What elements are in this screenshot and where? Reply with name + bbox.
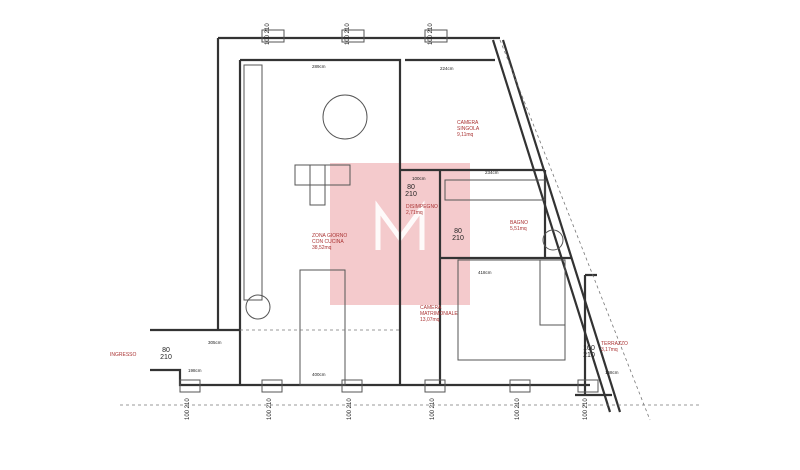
window-width: 100: [347, 409, 353, 420]
room-area: 13,07mq: [420, 317, 440, 323]
door-height: 210: [452, 235, 464, 242]
room-sub: MATRIMONIALE: [420, 311, 458, 317]
dimension-label: 234cm: [485, 170, 499, 175]
room-name: BAGNO: [510, 220, 529, 226]
window-label: 100 210: [428, 23, 434, 45]
dimension-label: 418cm: [478, 270, 492, 275]
room-name: DISIMPEGNO: [406, 204, 438, 210]
room-sub: CON CUCINA: [312, 239, 344, 245]
door-height: 210: [160, 354, 172, 361]
window-height: 210: [430, 398, 436, 409]
window-label: 100 210: [345, 23, 351, 45]
room-name: CAMERA: [420, 305, 442, 311]
dimension-label: 400cm: [312, 372, 326, 377]
window-height: 210: [267, 398, 273, 409]
window-label: 100 210: [430, 398, 436, 420]
window-label: 100 210: [583, 398, 589, 420]
room-name: ZONA GIORNO: [312, 233, 348, 239]
window-width: 100: [515, 409, 521, 420]
window-label: 100 210: [185, 398, 191, 420]
room-area: 38,52mq: [312, 245, 332, 251]
room-label-entry: INGRESSO: [110, 352, 137, 358]
room-area: 5,51mq: [510, 226, 527, 232]
door-width: 80: [162, 347, 170, 354]
window-height: 210: [185, 398, 191, 409]
dimension-label: 198cm: [188, 368, 202, 373]
dimension-label: 100cm: [412, 176, 426, 181]
window-label: 100 210: [515, 398, 521, 420]
window-width: 100: [583, 409, 589, 420]
window-height: 210: [583, 398, 589, 409]
window-label: 100 210: [267, 398, 273, 420]
room-sub: SINGOLA: [457, 126, 480, 132]
door-height: 210: [405, 191, 417, 198]
dimension-label: 305cm: [208, 340, 222, 345]
window-label: 100 210: [265, 23, 271, 45]
door-width: 80: [454, 228, 462, 235]
door-width: 80: [407, 184, 415, 191]
door-width: 100: [583, 345, 595, 352]
room-area: 3,17mq: [601, 347, 618, 353]
dimension-label: 289cm: [312, 64, 326, 69]
window-height: 210: [428, 23, 434, 34]
room-name: TERRAZZO: [601, 341, 628, 347]
window-width: 100: [265, 34, 271, 45]
room-name: CAMERA: [457, 120, 479, 126]
window-width: 100: [345, 34, 351, 45]
window-width: 100: [267, 409, 273, 420]
window-width: 100: [185, 409, 191, 420]
window-height: 210: [265, 23, 271, 34]
room-area: 2,71mq: [406, 210, 423, 216]
dimension-label: 158cm: [605, 370, 619, 375]
window-label: 100 210: [347, 398, 353, 420]
door-height: 210: [583, 352, 595, 359]
window-height: 210: [515, 398, 521, 409]
walls: [120, 29, 700, 421]
window-width: 100: [428, 34, 434, 45]
room-area: 9,11mq: [457, 132, 474, 138]
dimension-label: 224cm: [440, 66, 454, 71]
window-height: 210: [345, 23, 351, 34]
window-height: 210: [347, 398, 353, 409]
window-width: 100: [430, 409, 436, 420]
